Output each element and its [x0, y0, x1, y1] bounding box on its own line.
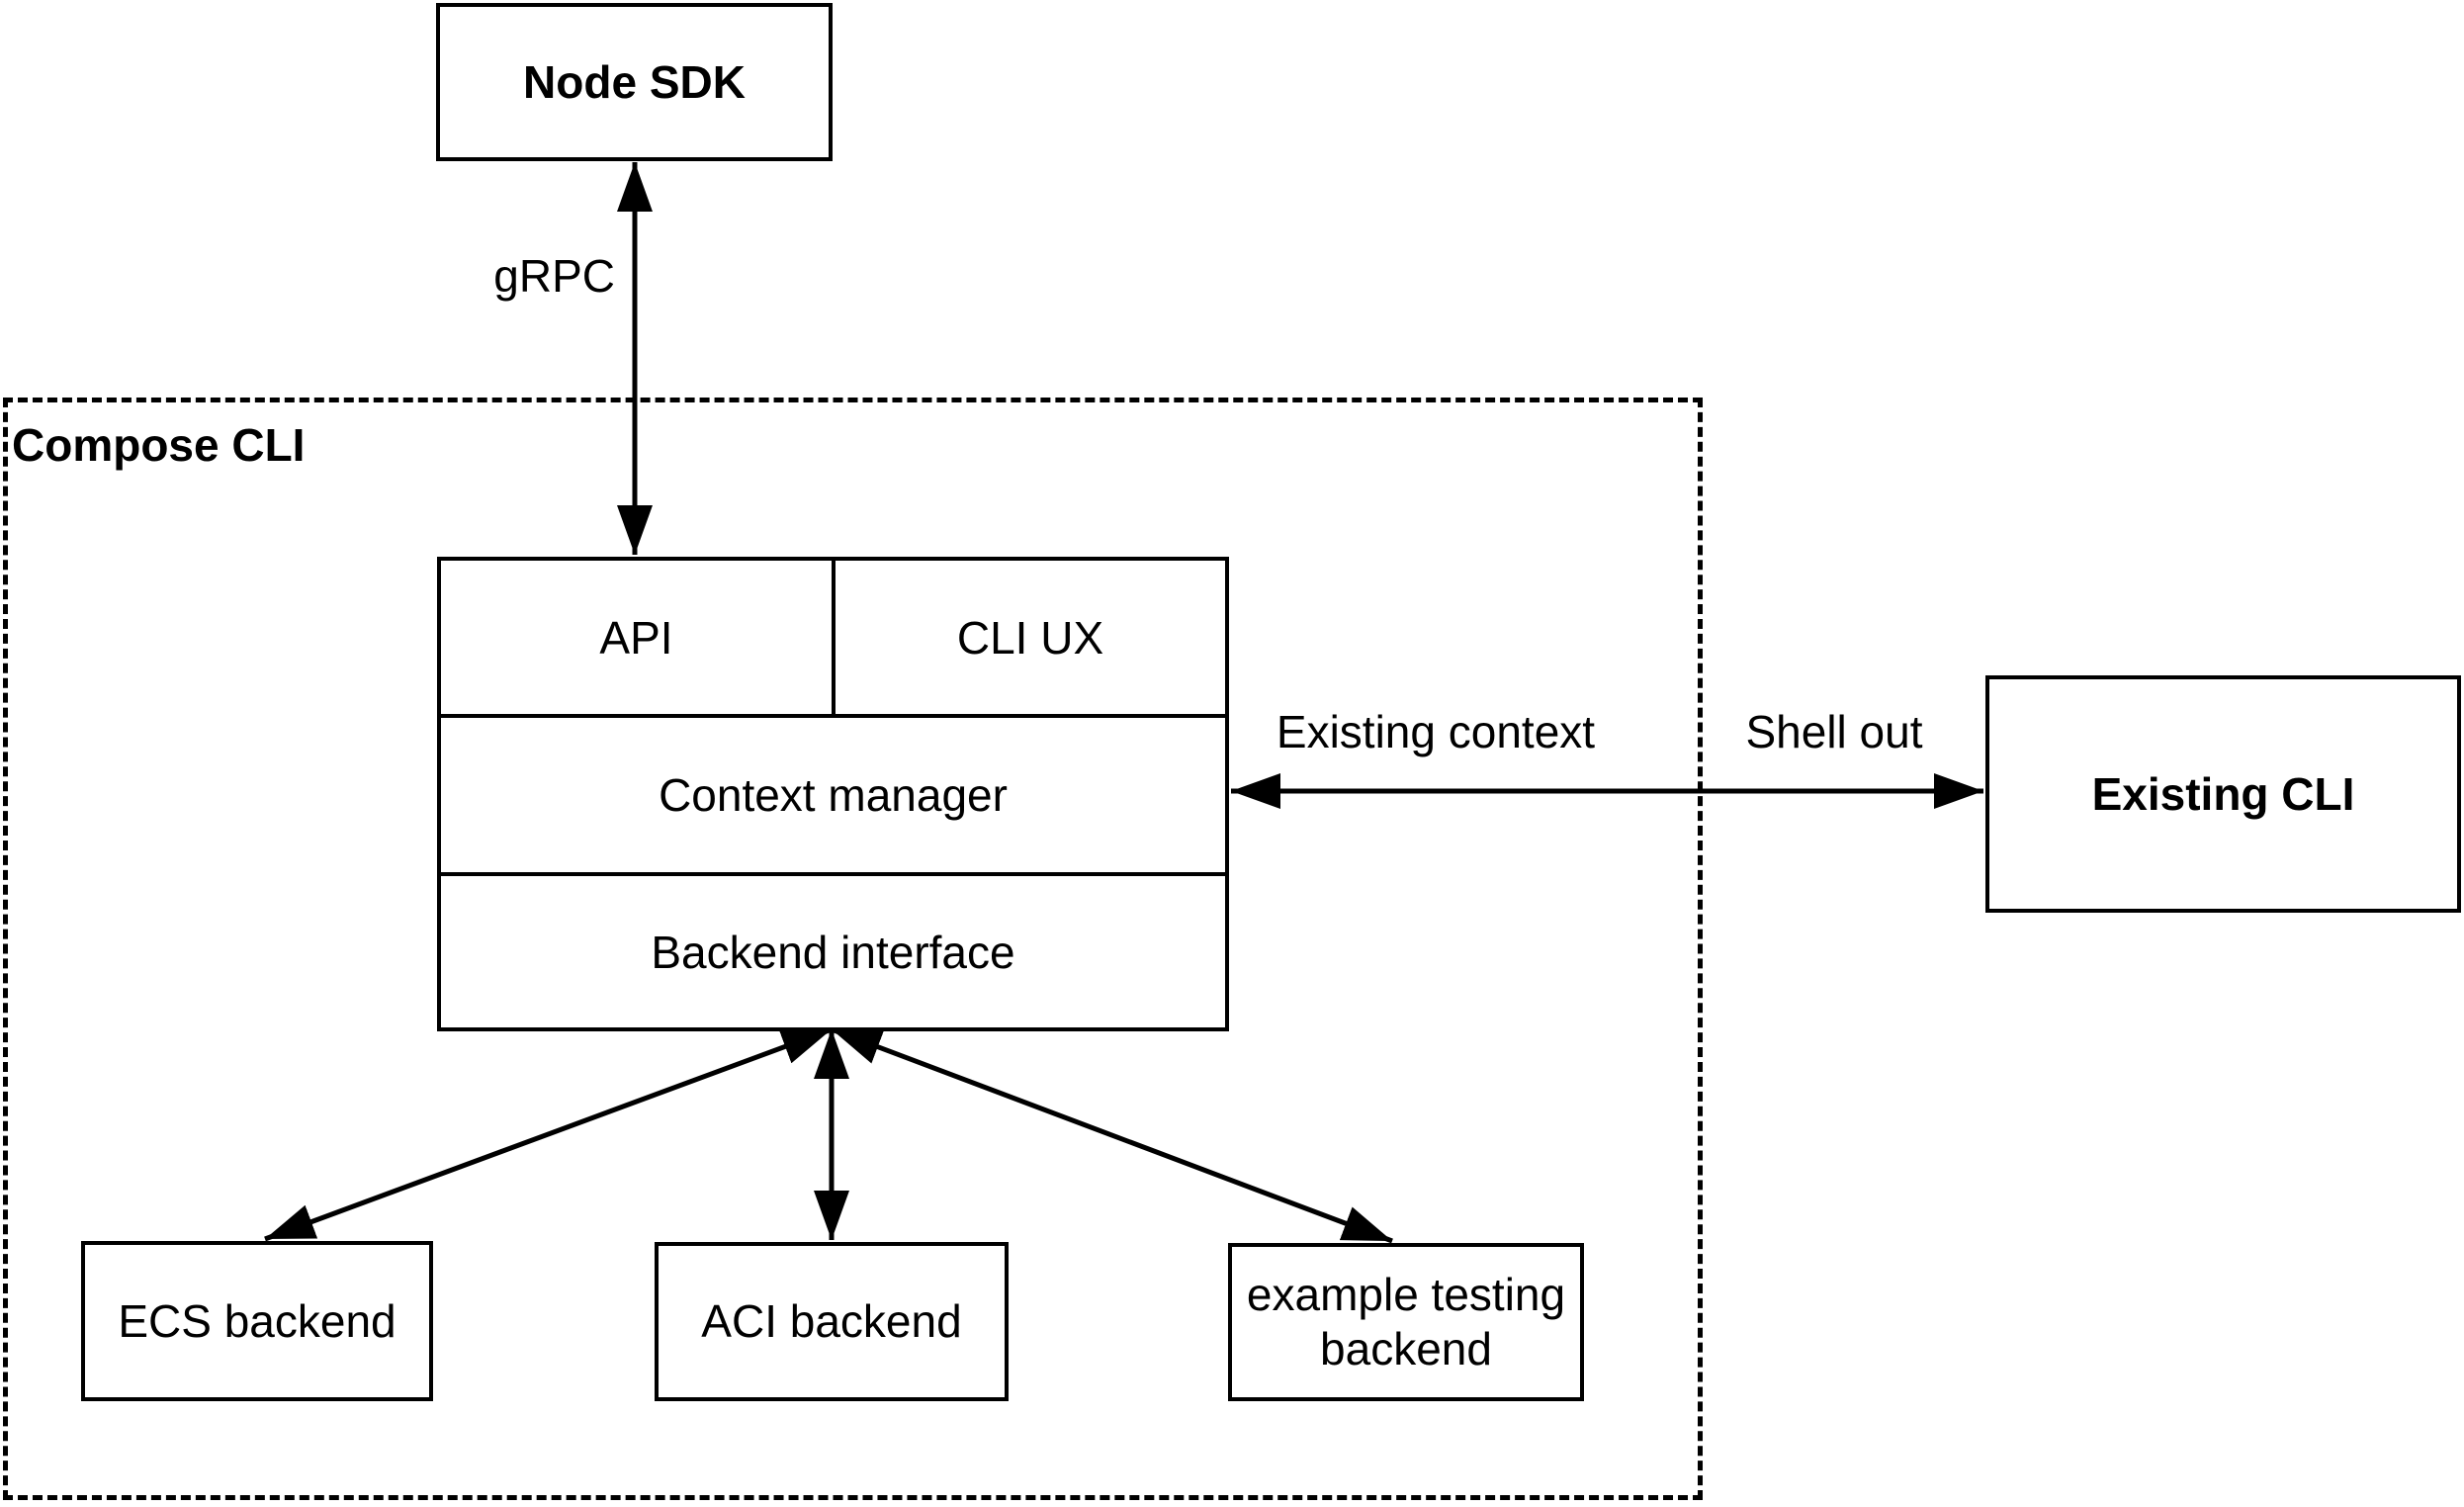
- node-context-manager-label: Context manager: [659, 769, 1008, 821]
- node-aci-backend-label: ACI backend: [701, 1295, 962, 1348]
- node-backend-interface: Backend interface: [441, 872, 1225, 1027]
- stack-top-row: API CLI UX: [441, 561, 1225, 714]
- node-existing-cli-label: Existing CLI: [2091, 767, 2355, 820]
- node-example-testing-backend-label: example testing backend: [1246, 1268, 1566, 1374]
- node-api-label: API: [599, 611, 673, 664]
- compose-cli-container: Compose CLI: [3, 398, 1703, 1500]
- node-existing-cli: Existing CLI: [1985, 675, 2461, 913]
- node-context-manager: Context manager: [441, 714, 1225, 872]
- node-cli-ux-label: CLI UX: [956, 611, 1104, 664]
- edge-label-shell-out: Shell out: [1745, 706, 1923, 757]
- node-example-testing-backend: example testing backend: [1228, 1243, 1584, 1401]
- node-cli-ux: CLI UX: [832, 561, 1225, 714]
- edge-backend-to-example-arrow: [831, 1026, 1393, 1244]
- node-backend-interface-label: Backend interface: [651, 926, 1015, 978]
- node-node-sdk: Node SDK: [436, 3, 833, 161]
- compose-cli-label: Compose CLI: [12, 419, 306, 471]
- edge-backend-to-ecs-arrow: [264, 1026, 833, 1242]
- edge-label-grpc: gRPC: [493, 250, 615, 302]
- edge-label-existing-context: Existing context: [1276, 706, 1596, 757]
- node-aci-backend: ACI backend: [655, 1242, 1009, 1401]
- node-ecs-backend: ECS backend: [81, 1241, 433, 1401]
- node-api: API: [441, 561, 832, 714]
- node-ecs-backend-label: ECS backend: [118, 1294, 396, 1347]
- compose-cli-stack: API CLI UX Context manager Backend inter…: [437, 557, 1229, 1031]
- node-node-sdk-label: Node SDK: [523, 55, 746, 108]
